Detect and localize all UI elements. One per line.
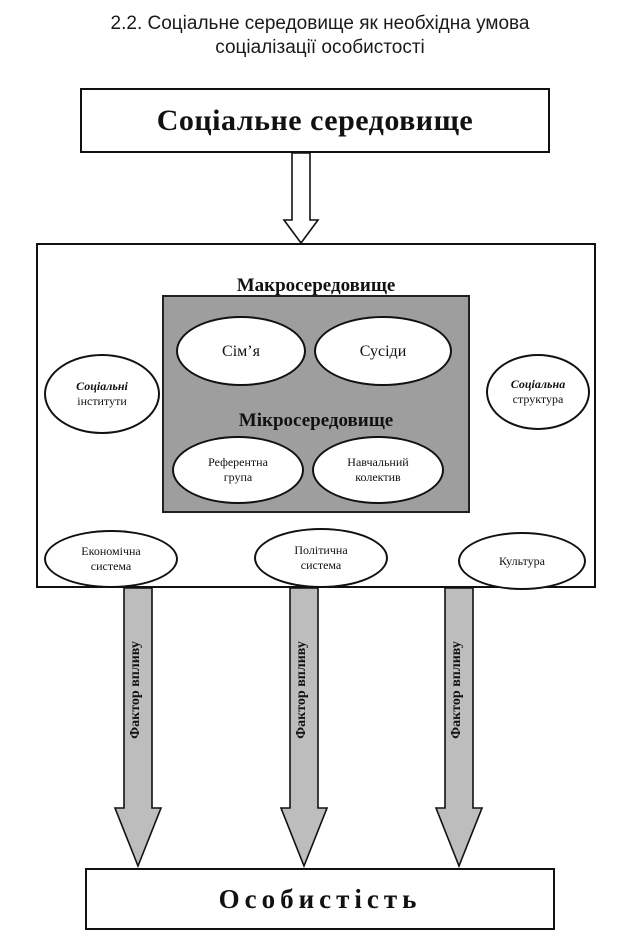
- factor-arrow-right: [434, 587, 484, 869]
- factor-label-right: Фактор впливу: [449, 641, 464, 739]
- factor-arrow-left: [113, 587, 163, 869]
- social-institutions-line2: інститути: [77, 394, 127, 408]
- ellipse-political-system: Політична система: [254, 528, 388, 588]
- social-environment-box: Соціальне середовище: [80, 88, 550, 153]
- education-collective-line2: колектив: [355, 470, 401, 484]
- education-collective-line1: Навчальний: [347, 455, 409, 469]
- economic-system-line2: система: [90, 559, 132, 573]
- ellipse-family: Сім’я: [176, 316, 306, 386]
- ellipse-culture: Культура: [458, 532, 586, 590]
- reference-group-line1: Референтна: [208, 455, 268, 469]
- factor-label-middle: Фактор впливу: [294, 641, 309, 739]
- factor-arrow-middle: [279, 587, 329, 869]
- social-environment-label: Соціальне середовище: [156, 103, 474, 137]
- page-title: 2.2. Соціальне середовище як необхідна у…: [40, 12, 600, 60]
- ellipse-reference-group: Референтна група: [172, 436, 304, 504]
- social-structure-line2: структура: [512, 392, 564, 406]
- personality-box: Особистість: [85, 868, 555, 930]
- political-system-line2: система: [300, 558, 342, 572]
- macro-environment-title: Макросередовище: [236, 275, 396, 296]
- economic-system-line1: Економічна: [81, 544, 141, 558]
- political-system-line1: Політична: [294, 543, 348, 557]
- ellipse-social-institutions: Соціальні інститути: [44, 354, 160, 434]
- reference-group-line2: група: [223, 470, 253, 484]
- social-institutions-line1: Соціальні: [76, 379, 128, 393]
- ellipse-education-collective: Навчальний колектив: [312, 436, 444, 504]
- ellipse-social-structure: Соціальна структура: [486, 354, 590, 430]
- culture-label: Культура: [499, 553, 545, 568]
- factor-label-left: Фактор впливу: [128, 641, 143, 739]
- page-title-line2: соціалізації особистості: [215, 37, 425, 58]
- neighbors-label: Сусіди: [359, 342, 407, 360]
- ellipse-neighbors: Сусіди: [314, 316, 452, 386]
- family-label: Сім’я: [222, 342, 260, 360]
- page-title-line1: 2.2. Соціальне середовище як необхідна у…: [110, 13, 530, 34]
- social-structure-line1: Соціальна: [510, 377, 566, 391]
- personality-label: Особистість: [218, 883, 422, 914]
- micro-environment-title: Мікросередовище: [238, 410, 394, 431]
- ellipse-economic-system: Економічна система: [44, 530, 178, 588]
- arrow-top: [282, 152, 320, 245]
